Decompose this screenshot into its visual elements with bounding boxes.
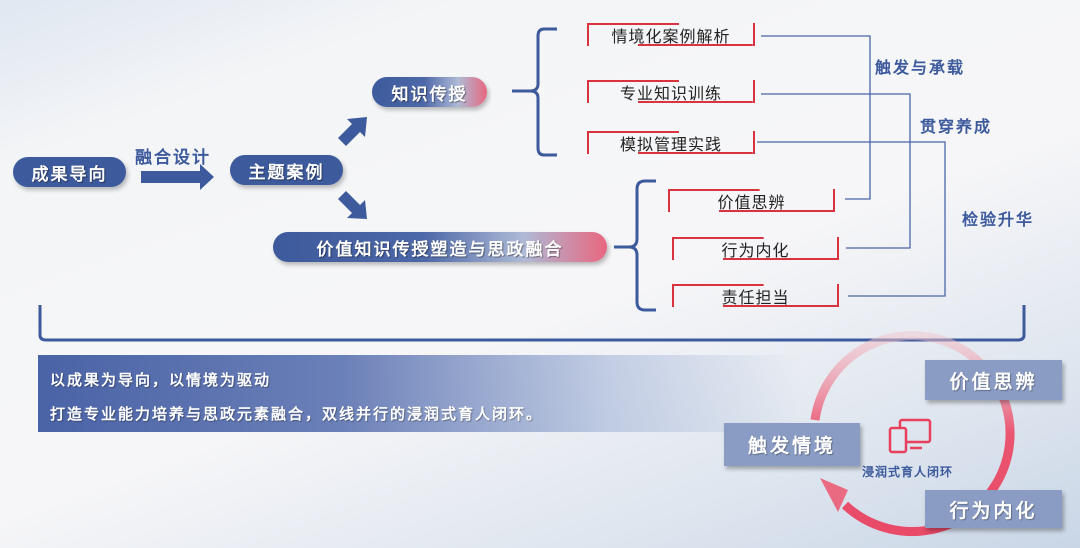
arrow-up-right-icon (338, 117, 367, 146)
start-pill: 成果导向 (13, 157, 126, 187)
link-label: 检验升华 (962, 210, 1035, 229)
link-label: 贯穿养成 (920, 117, 993, 136)
knowledge-item: 模拟管理实践 (587, 131, 755, 154)
summary-bracket (38, 305, 1026, 342)
link-2 (761, 93, 911, 249)
summary-line-1: 以成果为导向，以情境为驱动 (50, 371, 272, 389)
arrow-down-right-icon (338, 191, 367, 219)
cycle-arrow (810, 331, 1015, 537)
value-item: 价值思辨 (668, 189, 835, 212)
link-1 (761, 35, 871, 200)
summary-line-2: 打造专业能力培养与思政元素融合，双线并行的浸润式育人闭环。 (50, 405, 544, 423)
value-item: 责任担当 (672, 284, 839, 307)
knowledge-item: 专业知识训练 (587, 80, 755, 103)
theme-pill: 主题案例 (230, 155, 343, 185)
link-label: 触发与承载 (875, 58, 966, 77)
brace-knowledge (512, 27, 557, 157)
cycle-top: 价值思辨 (925, 360, 1062, 400)
value-item: 行为内化 (672, 237, 839, 260)
cycle-bottom: 行为内化 (925, 490, 1062, 528)
brace-value (614, 179, 656, 312)
arrow-right-icon (141, 164, 214, 190)
cycle-arrowhead-icon (820, 478, 848, 512)
cycle-left: 触发情境 (724, 423, 860, 466)
design-label: 融合设计 (135, 148, 211, 168)
devices-icon (888, 418, 932, 454)
link-3 (757, 141, 946, 297)
summary-banner: 以成果为导向，以情境为驱动 打造专业能力培养与思政元素融合，双线并行的浸润式育人… (38, 355, 800, 432)
knowledge-item: 情境化案例解析 (587, 23, 755, 46)
value-pill: 价值知识传授塑造与思政融合 (273, 232, 607, 262)
cycle-center-label: 浸润式育人闭环 (862, 465, 954, 479)
knowledge-pill: 知识传授 (372, 77, 487, 107)
